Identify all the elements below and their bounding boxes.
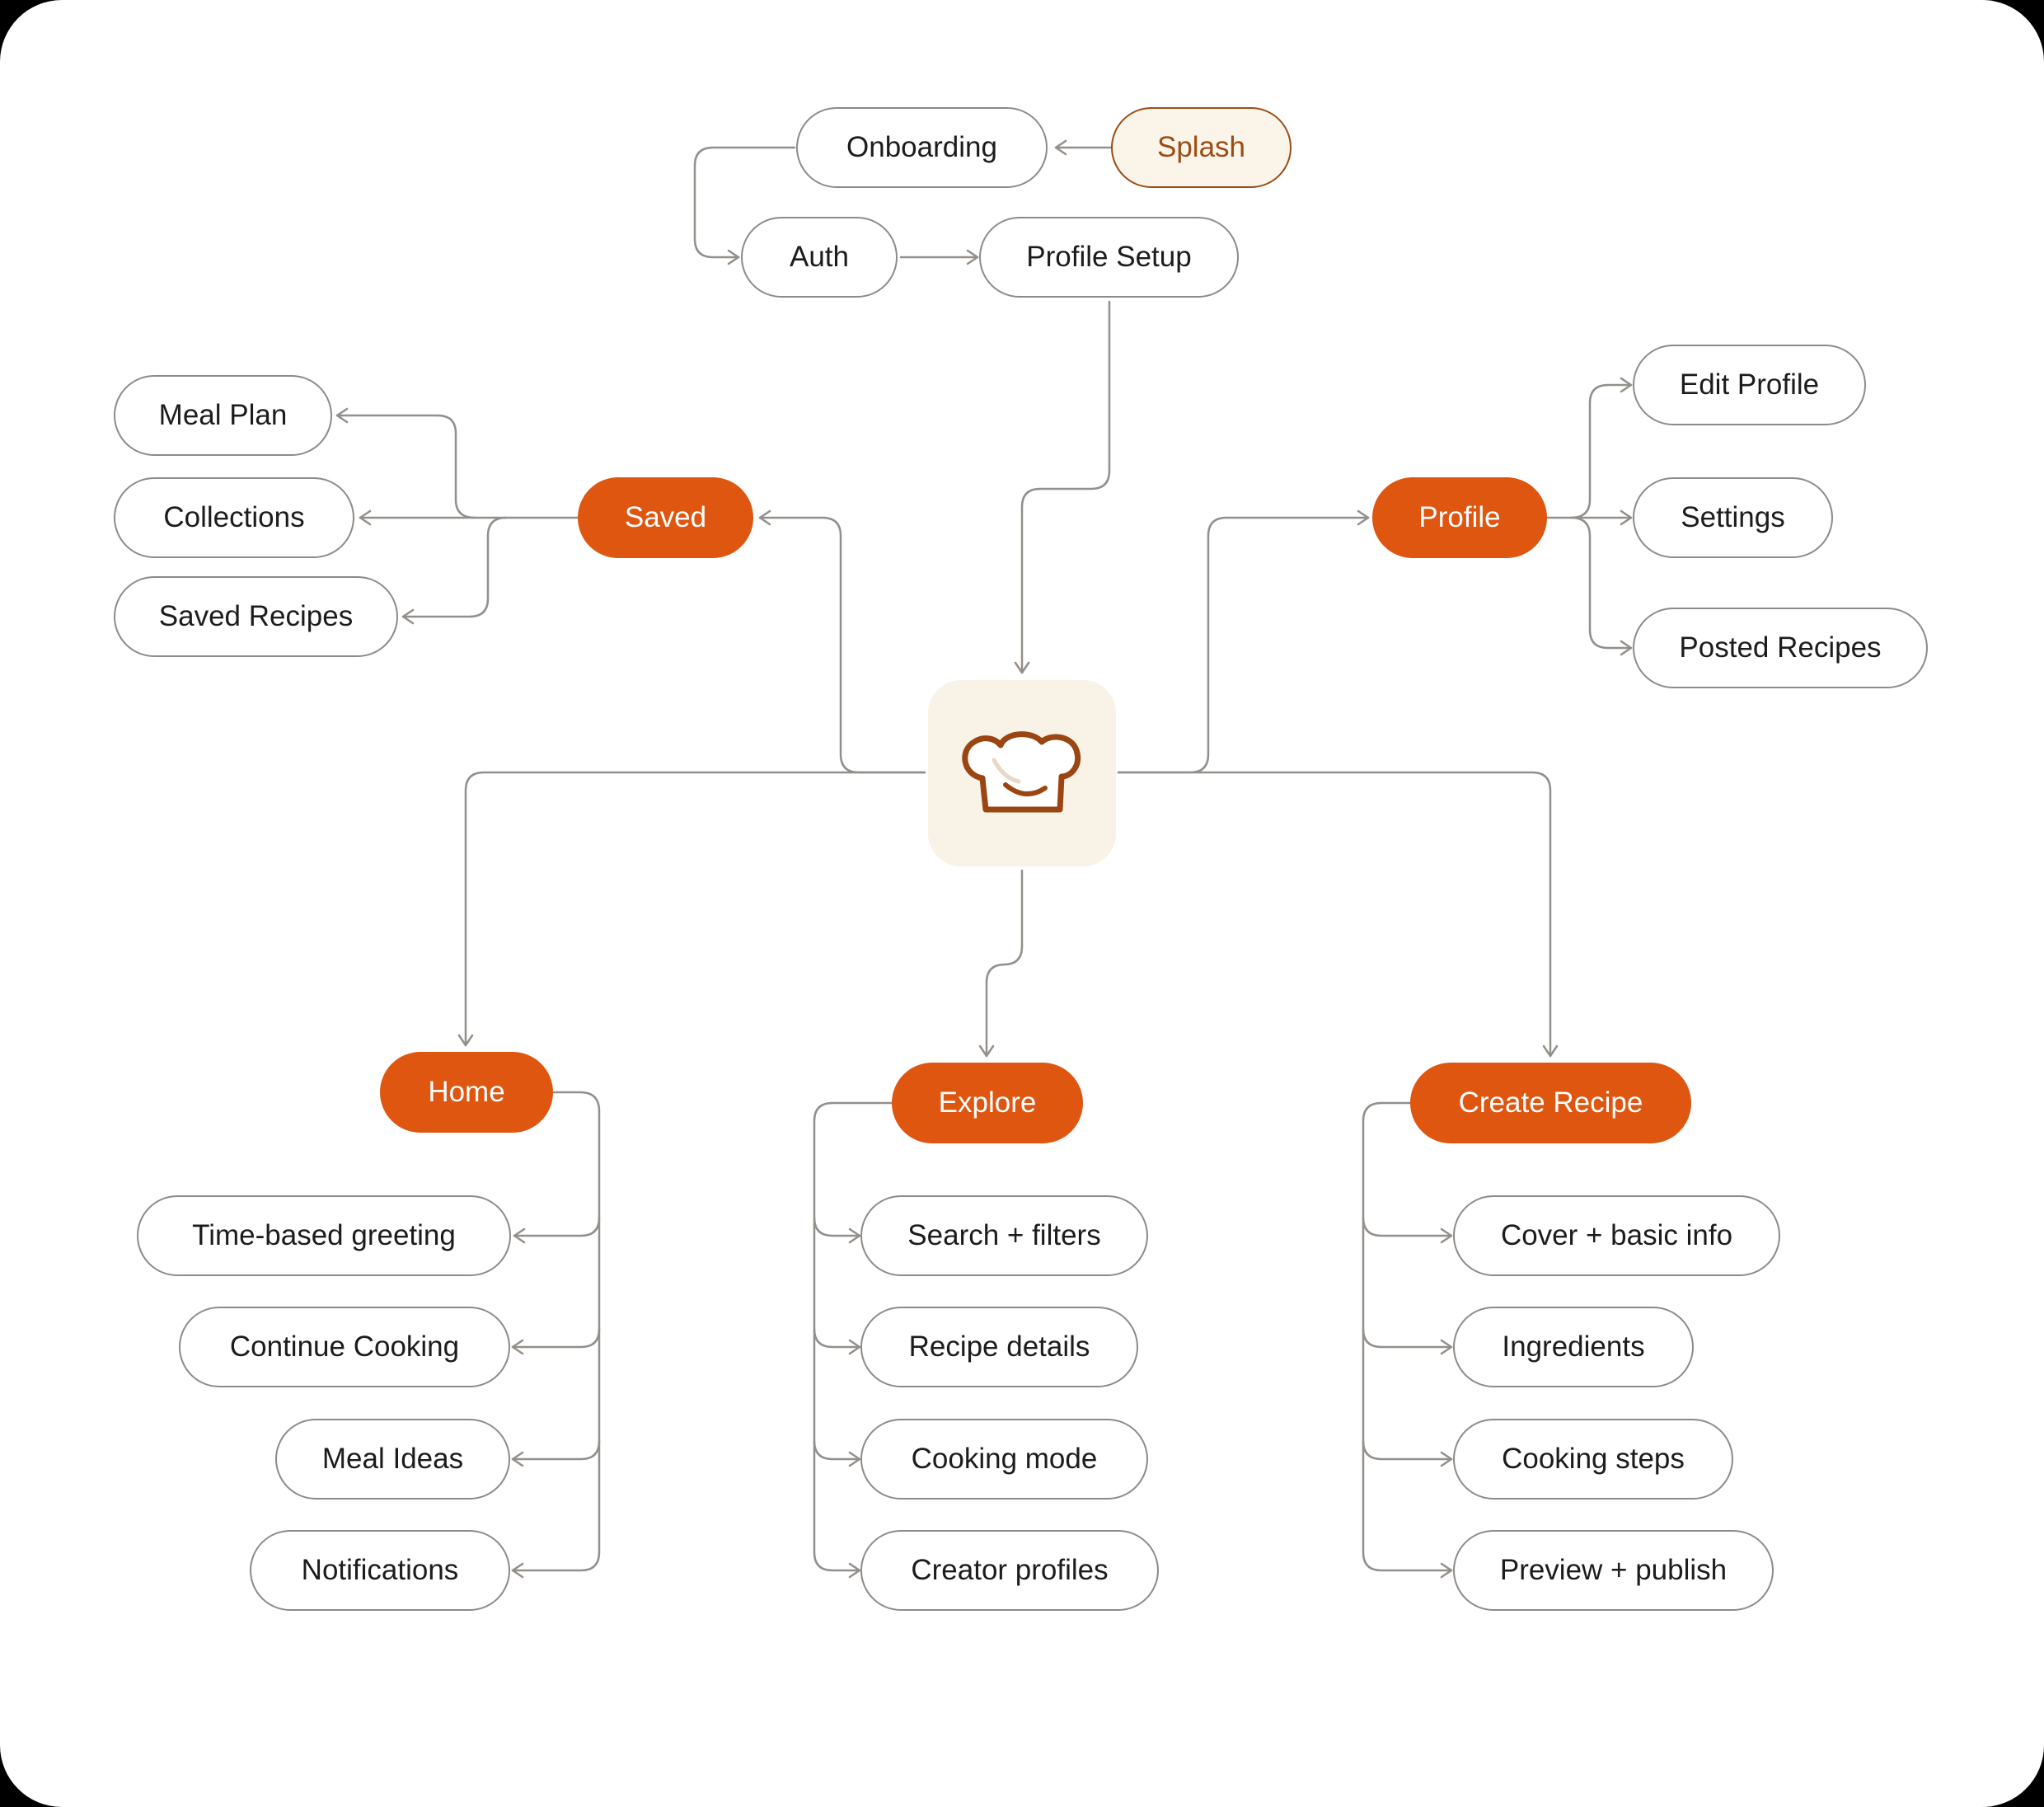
node-create-recipe[interactable]: Create Recipe	[1410, 1063, 1691, 1143]
connector-saved-saved-recipes	[401, 516, 508, 618]
node-settings[interactable]: Settings	[1633, 477, 1833, 558]
node-time-based-greeting[interactable]: Time-based greeting	[137, 1195, 511, 1276]
arrowhead	[1620, 509, 1633, 526]
node-cooking-steps[interactable]: Cooking steps	[1453, 1419, 1733, 1500]
connector-create-cooking-steps	[1362, 1439, 1453, 1461]
arrowhead	[1054, 139, 1067, 156]
arrowhead	[1440, 1562, 1453, 1579]
node-home[interactable]: Home	[380, 1052, 553, 1133]
connector-create-recipe-children	[1362, 1101, 1453, 1572]
arrowhead	[848, 1562, 861, 1579]
node-search-filters[interactable]: Search + filters	[860, 1195, 1148, 1276]
node-meal-plan[interactable]: Meal Plan	[114, 375, 332, 456]
arrowhead	[1620, 377, 1633, 393]
connector-explore-recipe-details	[813, 1327, 861, 1349]
arrowhead	[966, 249, 979, 265]
arrowhead	[335, 407, 349, 424]
arrowhead	[1440, 1227, 1453, 1244]
node-creator-profiles[interactable]: Creator profiles	[860, 1530, 1159, 1611]
node-saved[interactable]: Saved	[578, 477, 753, 558]
arrowhead	[401, 608, 415, 625]
connector-onboarding-auth	[693, 146, 796, 259]
connector-center-profile	[1117, 516, 1370, 774]
node-preview-publish[interactable]: Preview + publish	[1453, 1530, 1774, 1611]
connector-center-explore	[985, 869, 1024, 1058]
chef-hat-icon	[962, 731, 1081, 813]
arrowhead	[978, 1044, 995, 1058]
connector-create-cover	[1362, 1216, 1453, 1237]
connector-explore-search	[813, 1216, 861, 1237]
arrowhead	[1440, 1451, 1453, 1467]
node-continue-cooking[interactable]: Continue Cooking	[179, 1307, 510, 1387]
connector-home-continue	[511, 1327, 601, 1349]
arrowhead	[511, 1339, 524, 1355]
arrowhead	[848, 1227, 861, 1244]
connector-home-children	[511, 1091, 601, 1572]
arrowhead	[1440, 1339, 1453, 1355]
connector-home-meal-ideas	[511, 1439, 601, 1461]
connector-center-saved	[758, 516, 926, 774]
connector-saved-meal-plan	[335, 414, 476, 519]
arrowhead	[1014, 661, 1030, 674]
connector-profile-posted-recipes	[1569, 516, 1633, 650]
node-collections[interactable]: Collections	[114, 477, 354, 558]
node-saved-recipes[interactable]: Saved Recipes	[114, 576, 398, 657]
node-edit-profile[interactable]: Edit Profile	[1633, 345, 1866, 425]
connector-profile-edit-profile	[1569, 383, 1633, 519]
node-splash[interactable]: Splash	[1111, 107, 1292, 188]
arrowhead	[511, 1562, 524, 1579]
arrowhead	[513, 1227, 526, 1244]
arrowhead	[1542, 1044, 1559, 1058]
connector-center-home	[464, 771, 926, 1047]
arrowhead	[1357, 509, 1370, 526]
node-onboarding[interactable]: Onboarding	[796, 107, 1048, 188]
connector-profile-setup-center	[1020, 300, 1111, 674]
connector-create-ingredients	[1362, 1327, 1453, 1349]
node-ingredients[interactable]: Ingredients	[1453, 1307, 1694, 1387]
connector-explore-cooking-mode	[813, 1439, 861, 1461]
node-posted-recipes[interactable]: Posted Recipes	[1633, 608, 1928, 688]
node-recipe-details[interactable]: Recipe details	[860, 1307, 1138, 1387]
node-profile[interactable]: Profile	[1372, 477, 1547, 558]
arrowhead	[758, 509, 771, 526]
arrowhead	[848, 1339, 861, 1355]
node-notifications[interactable]: Notifications	[250, 1530, 510, 1611]
connector-center-create-recipe	[1117, 771, 1552, 1058]
connector-home-greeting	[513, 1216, 601, 1237]
node-profile-setup[interactable]: Profile Setup	[979, 217, 1239, 298]
arrowhead	[1620, 640, 1633, 656]
arrowhead	[457, 1034, 474, 1047]
arrowhead	[848, 1451, 861, 1467]
node-explore[interactable]: Explore	[892, 1063, 1083, 1143]
node-meal-ideas[interactable]: Meal Ideas	[275, 1419, 510, 1500]
node-cover-basic-info[interactable]: Cover + basic info	[1453, 1195, 1780, 1276]
app-logo-tile	[928, 680, 1116, 866]
arrowhead	[359, 509, 372, 526]
arrowhead	[511, 1451, 524, 1467]
arrowhead	[727, 249, 740, 265]
node-cooking-mode[interactable]: Cooking mode	[860, 1419, 1148, 1500]
node-auth[interactable]: Auth	[741, 217, 898, 298]
